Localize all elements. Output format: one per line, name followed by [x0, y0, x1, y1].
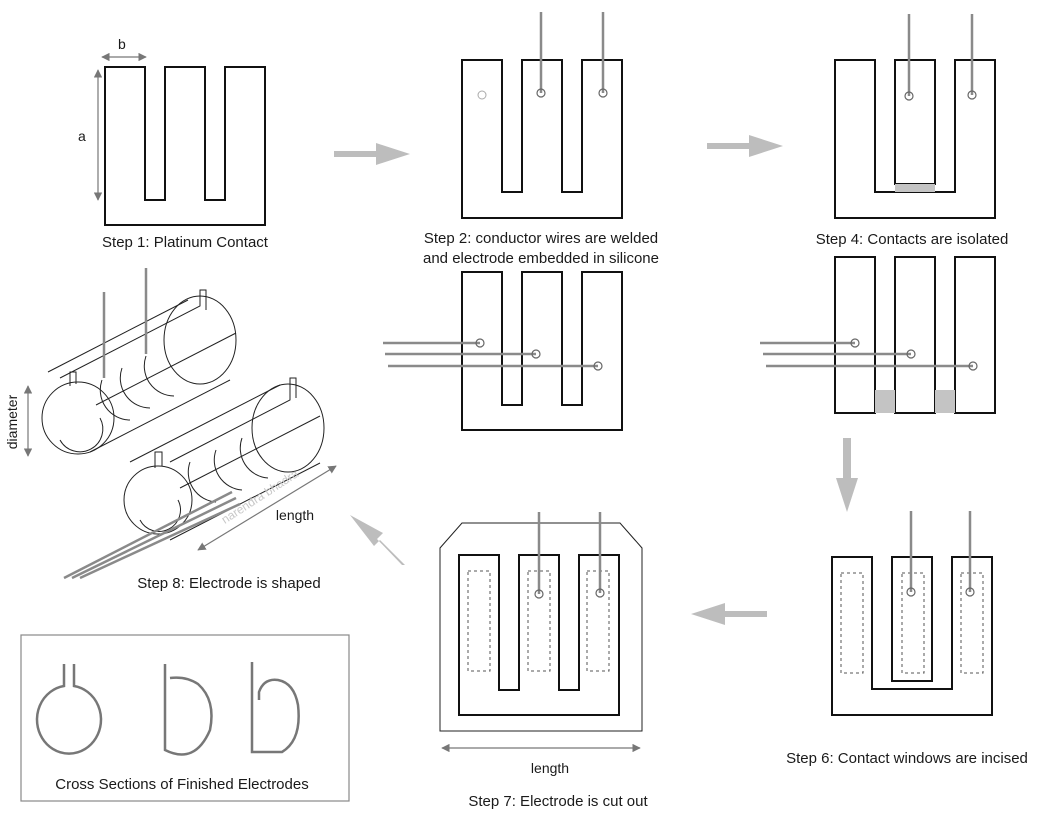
length-label-step8: length [276, 507, 314, 523]
step8-caption: Step 8: Electrode is shaped [137, 575, 320, 592]
flow-arrow-left [691, 603, 767, 625]
step4-side-wires [760, 256, 996, 414]
step4-caption: Step 4: Contacts are isolated [816, 231, 1009, 248]
step7-cut-out: length Step 7: Electrode is cut out [439, 512, 648, 810]
diameter-label: diameter [4, 394, 20, 449]
step2-caption-line2: and electrode embedded in silicone [423, 250, 659, 267]
cut-outline [439, 522, 643, 732]
step7-caption: Step 7: Electrode is cut out [468, 793, 648, 810]
dimension-b-label: b [118, 36, 126, 52]
cross-section-overlap [250, 662, 300, 754]
flow-arrow-diagonal [350, 515, 405, 565]
cross-sections-caption: Cross Sections of Finished Electrodes [55, 776, 308, 793]
flow-arrow-right [334, 143, 410, 165]
flow-arrow-right-2 [707, 135, 783, 157]
flow-arrow-down [836, 438, 858, 512]
step1-platinum-contact: a b Step 1: Platinum Contact [78, 36, 269, 251]
length-arrow-step8 [197, 465, 337, 551]
cross-sections-panel: Cross Sections of Finished Electrodes [20, 634, 350, 802]
cross-section-closed [35, 664, 103, 755]
dimension-a-label: a [78, 128, 86, 144]
step1-caption: Step 1: Platinum Contact [102, 234, 269, 251]
step2-side-wires [383, 271, 623, 431]
step6-caption: Step 6: Contact windows are incised [786, 750, 1028, 767]
step2-caption-line1: Step 2: conductor wires are welded [424, 230, 658, 247]
cross-section-d-shape [163, 664, 213, 756]
step6-contact-windows: Step 6: Contact windows are incised [786, 511, 1028, 767]
electrode-cylinder-upper [41, 268, 237, 455]
step4-isolated-contacts: Step 4: Contacts are isolated [816, 14, 1009, 248]
step2-welded-wires: Step 2: conductor wires are welded and e… [423, 12, 659, 267]
length-label-step7: length [531, 760, 569, 776]
step8-shaped-electrodes: diameter length narendra bhadra Step 8: … [4, 268, 337, 592]
